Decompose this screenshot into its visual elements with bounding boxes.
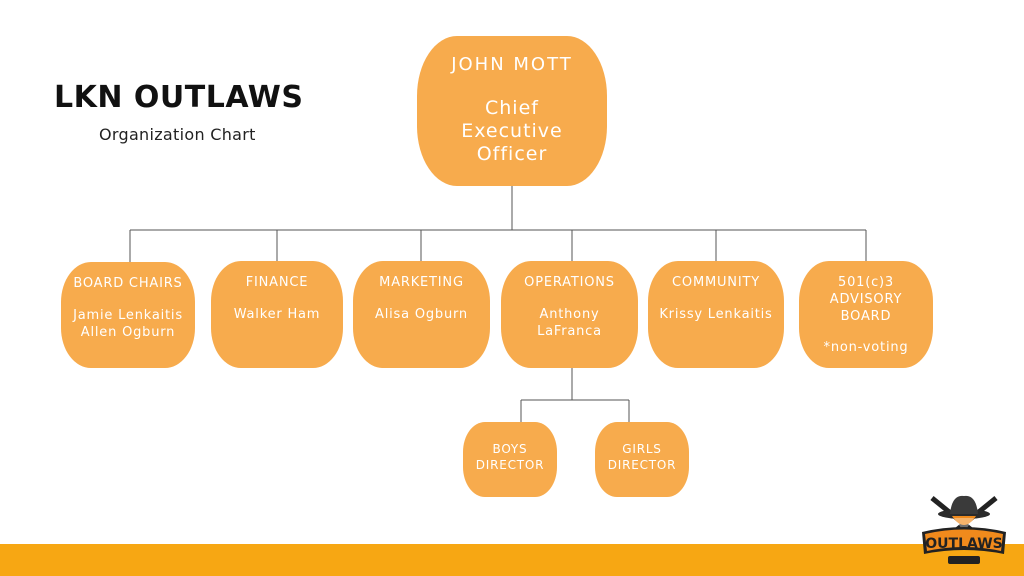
board-chairs-node: BOARD CHAIRS Jamie Lenkaitis Allen Ogbur… <box>61 262 195 368</box>
node-names: Krissy Lenkaitis <box>659 307 773 322</box>
community-node: COMMUNITY Krissy Lenkaitis <box>648 261 784 368</box>
outlaws-logo-icon: OUTLAWS <box>922 495 1006 564</box>
node-title: BOYS DIRECTOR <box>475 442 545 472</box>
marketing-node: MARKETING Alisa Ogburn <box>353 261 490 368</box>
boys-director-node: BOYS DIRECTOR <box>463 422 557 497</box>
node-title: FINANCE <box>245 275 309 290</box>
node-title: COMMUNITY <box>672 275 760 290</box>
node-note: *non-voting <box>823 340 909 355</box>
girls-director-node: GIRLS DIRECTOR <box>595 422 689 497</box>
node-title: GIRLS DIRECTOR <box>607 442 677 472</box>
ceo-node: JOHN MOTT Chief Executive Officer <box>417 36 607 186</box>
ceo-name: JOHN MOTT <box>451 54 573 75</box>
node-title: 501(c)3 ADVISORY BOARD <box>829 275 903 324</box>
node-title: OPERATIONS <box>524 275 615 290</box>
node-title: MARKETING <box>379 275 464 290</box>
operations-node: OPERATIONS Anthony LaFranca <box>501 261 638 368</box>
chart-subtitle: Organization Chart <box>99 125 256 144</box>
node-names: Anthony LaFranca <box>537 307 602 339</box>
chart-title: LKN OUTLAWS <box>54 80 304 115</box>
node-names: Walker Ham <box>233 307 321 322</box>
finance-node: FINANCE Walker Ham <box>211 261 343 368</box>
node-names: Alisa Ogburn <box>375 307 468 322</box>
node-names: Jamie Lenkaitis Allen Ogburn <box>73 308 183 340</box>
node-title: BOARD CHAIRS <box>73 276 183 291</box>
advisory-board-node: 501(c)3 ADVISORY BOARD *non-voting <box>799 261 933 368</box>
footer-bar <box>0 544 1024 576</box>
ceo-role: Chief Executive Officer <box>461 97 563 165</box>
logo-text: OUTLAWS <box>925 536 1002 552</box>
